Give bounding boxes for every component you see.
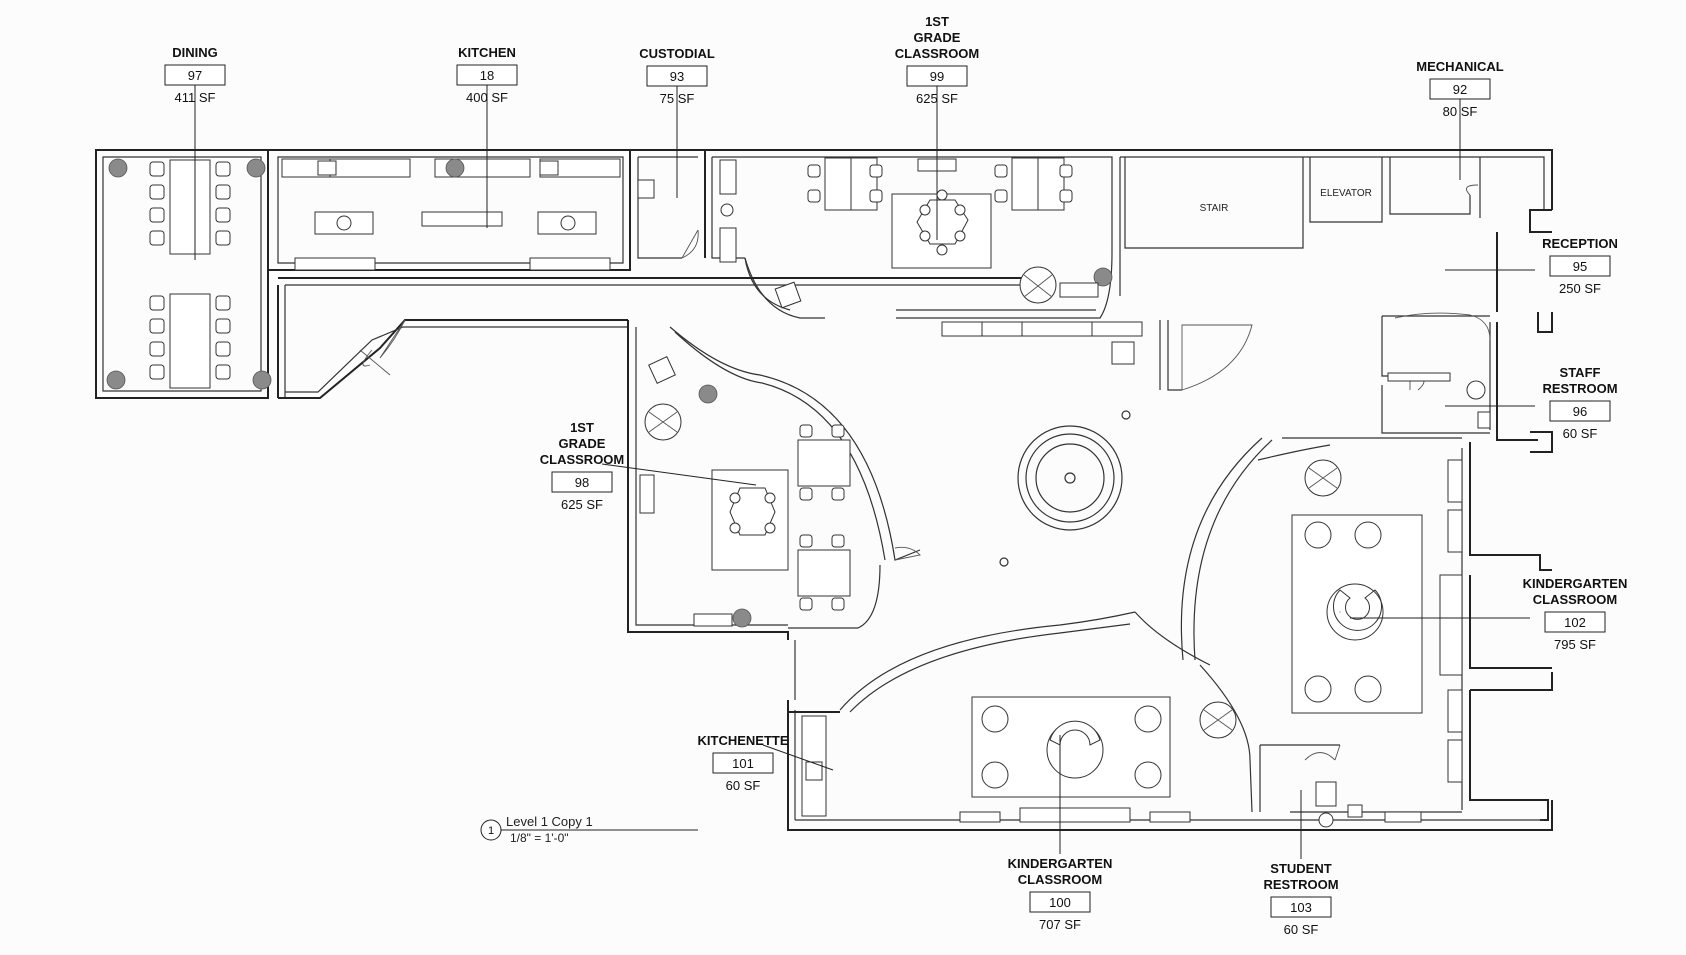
- room-name-line: 1ST: [570, 420, 594, 435]
- room-number: 95: [1573, 259, 1587, 274]
- room-number: 103: [1290, 900, 1312, 915]
- room-area: 250 SF: [1559, 281, 1601, 296]
- room-area: 795 SF: [1554, 637, 1596, 652]
- room-leader-line: [601, 463, 757, 486]
- room-name-line: KITCHEN: [458, 45, 516, 60]
- room-name-line: KINDERGARTEN: [1008, 856, 1113, 871]
- room-name-line: RESTROOM: [1263, 877, 1338, 892]
- room-number: 98: [575, 475, 589, 490]
- room-name-line: CLASSROOM: [1533, 592, 1618, 607]
- room-number-box: [1544, 611, 1606, 633]
- room-name-line: CLASSROOM: [895, 46, 980, 61]
- room-area: 625 SF: [561, 497, 603, 512]
- room-area: 707 SF: [1039, 917, 1081, 932]
- room-name-line: DINING: [172, 45, 218, 60]
- room-number-box: [1270, 896, 1332, 918]
- room-tag-reception: RECEPTION 95 250 SF: [1445, 236, 1618, 296]
- room-number: 93: [670, 69, 684, 84]
- elevator-label: ELEVATOR: [1320, 188, 1372, 199]
- room-name-line: CLASSROOM: [540, 452, 625, 467]
- room-number-box: [551, 471, 613, 493]
- room-name-line: KINDERGARTEN: [1523, 576, 1628, 591]
- room-number: 18: [480, 68, 494, 83]
- room-name-line: KITCHENETTE: [698, 733, 789, 748]
- room-name-line: RECEPTION: [1542, 236, 1618, 251]
- room-area: 60 SF: [1284, 922, 1319, 937]
- furniture: [106, 157, 1491, 828]
- view-title: 1 Level 1 Copy 1 1/8" = 1'-0": [480, 814, 698, 845]
- room-name-line: STAFF: [1560, 365, 1601, 380]
- room-number-box: [1029, 891, 1091, 913]
- room-name-line: MECHANICAL: [1416, 59, 1503, 74]
- room-name-line: 1ST: [925, 14, 949, 29]
- room-number-box: [712, 752, 774, 774]
- room-number: 99: [930, 69, 944, 84]
- room-number: 102: [1564, 615, 1586, 630]
- room-number: 97: [188, 68, 202, 83]
- room-area: 60 SF: [1563, 426, 1598, 441]
- room-name-line: RESTROOM: [1542, 381, 1617, 396]
- view-title-scale: 1/8" = 1'-0": [510, 831, 569, 845]
- room-number: 92: [1453, 82, 1467, 97]
- room-name-line: CUSTODIAL: [639, 46, 715, 61]
- doors: [359, 184, 1479, 761]
- room-area: 60 SF: [726, 778, 761, 793]
- view-title-name: Level 1 Copy 1: [506, 814, 593, 829]
- room-number-box: [1549, 255, 1611, 277]
- room-name-line: CLASSROOM: [1018, 872, 1103, 887]
- room-number: 96: [1573, 404, 1587, 419]
- room-name-line: GRADE: [559, 436, 606, 451]
- view-marker-number: 1: [488, 825, 494, 837]
- room-number: 101: [732, 756, 754, 771]
- stair-label: STAIR: [1200, 203, 1229, 214]
- room-tag-kitchenette: KITCHENETTE 101 60 SF: [698, 733, 834, 793]
- room-number: 100: [1049, 895, 1071, 910]
- room-leader-line: [762, 744, 834, 771]
- room-name-line: STUDENT: [1270, 861, 1331, 876]
- room-number-box: [1549, 400, 1611, 422]
- room-name-line: GRADE: [914, 30, 961, 45]
